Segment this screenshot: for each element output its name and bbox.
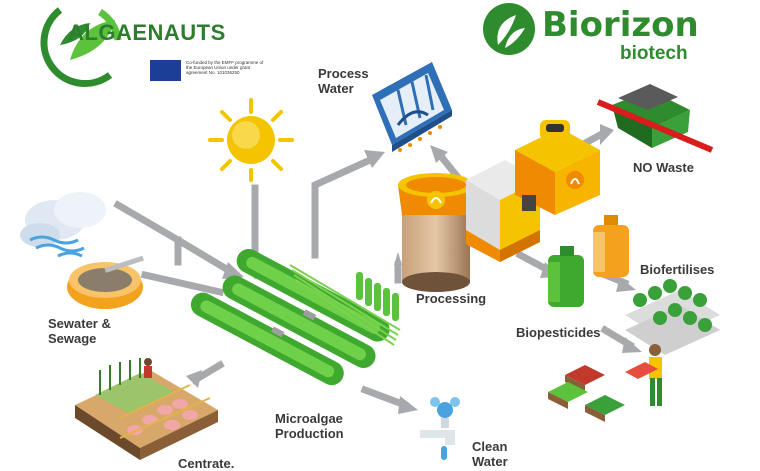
- processing-silo: [398, 173, 474, 292]
- farmer-figure: [649, 344, 662, 406]
- label-centrate: Centrate.: [178, 456, 235, 471]
- biofertiliser-bottle: [593, 215, 629, 277]
- vegetable-crates: [548, 362, 658, 422]
- label-biopesticides: Biopesticides: [516, 325, 601, 340]
- tube-reactor: [289, 264, 401, 346]
- arrow-heads: [186, 124, 642, 414]
- label-clean-water: Clean Water: [472, 439, 508, 469]
- waste-bin: [612, 84, 690, 148]
- algaenauts-wordmark: ALGAENAUTS: [68, 20, 226, 45]
- label-sewater-sewage: Sewater & Sewage: [48, 316, 111, 346]
- reactor-columns: [356, 272, 399, 321]
- biorizon-wordmark: Biorizon: [542, 5, 699, 45]
- vertical-farm: [625, 279, 720, 355]
- sun-icon: [208, 98, 294, 182]
- algaenauts-logo-mark: [40, 7, 122, 87]
- cloud-icon: [20, 192, 106, 258]
- funding-notice: Co-funded by the EMFF programme of the E…: [186, 60, 264, 76]
- cross-out-line: [596, 99, 714, 153]
- faucet-icon: [420, 397, 460, 460]
- water-treatment-unit: [372, 62, 452, 152]
- label-biofertilises: Biofertilises: [640, 262, 715, 277]
- farm-illustration: [75, 358, 218, 460]
- biopesticide-bottle: [548, 246, 584, 307]
- label-processing: Processing: [416, 291, 487, 306]
- label-process-water: Process Water: [318, 66, 369, 96]
- biorizon-logo-mark: [483, 3, 535, 55]
- eu-flag-icon: [150, 60, 181, 81]
- sewage-tank: [67, 255, 144, 309]
- label-no-waste: NO Waste: [633, 160, 694, 175]
- label-microalgae-production: Microalgae Production: [275, 411, 344, 441]
- flow-arrows: [113, 130, 635, 410]
- digester-machine: [515, 120, 600, 215]
- biorizon-subtitle: biotech: [620, 43, 688, 64]
